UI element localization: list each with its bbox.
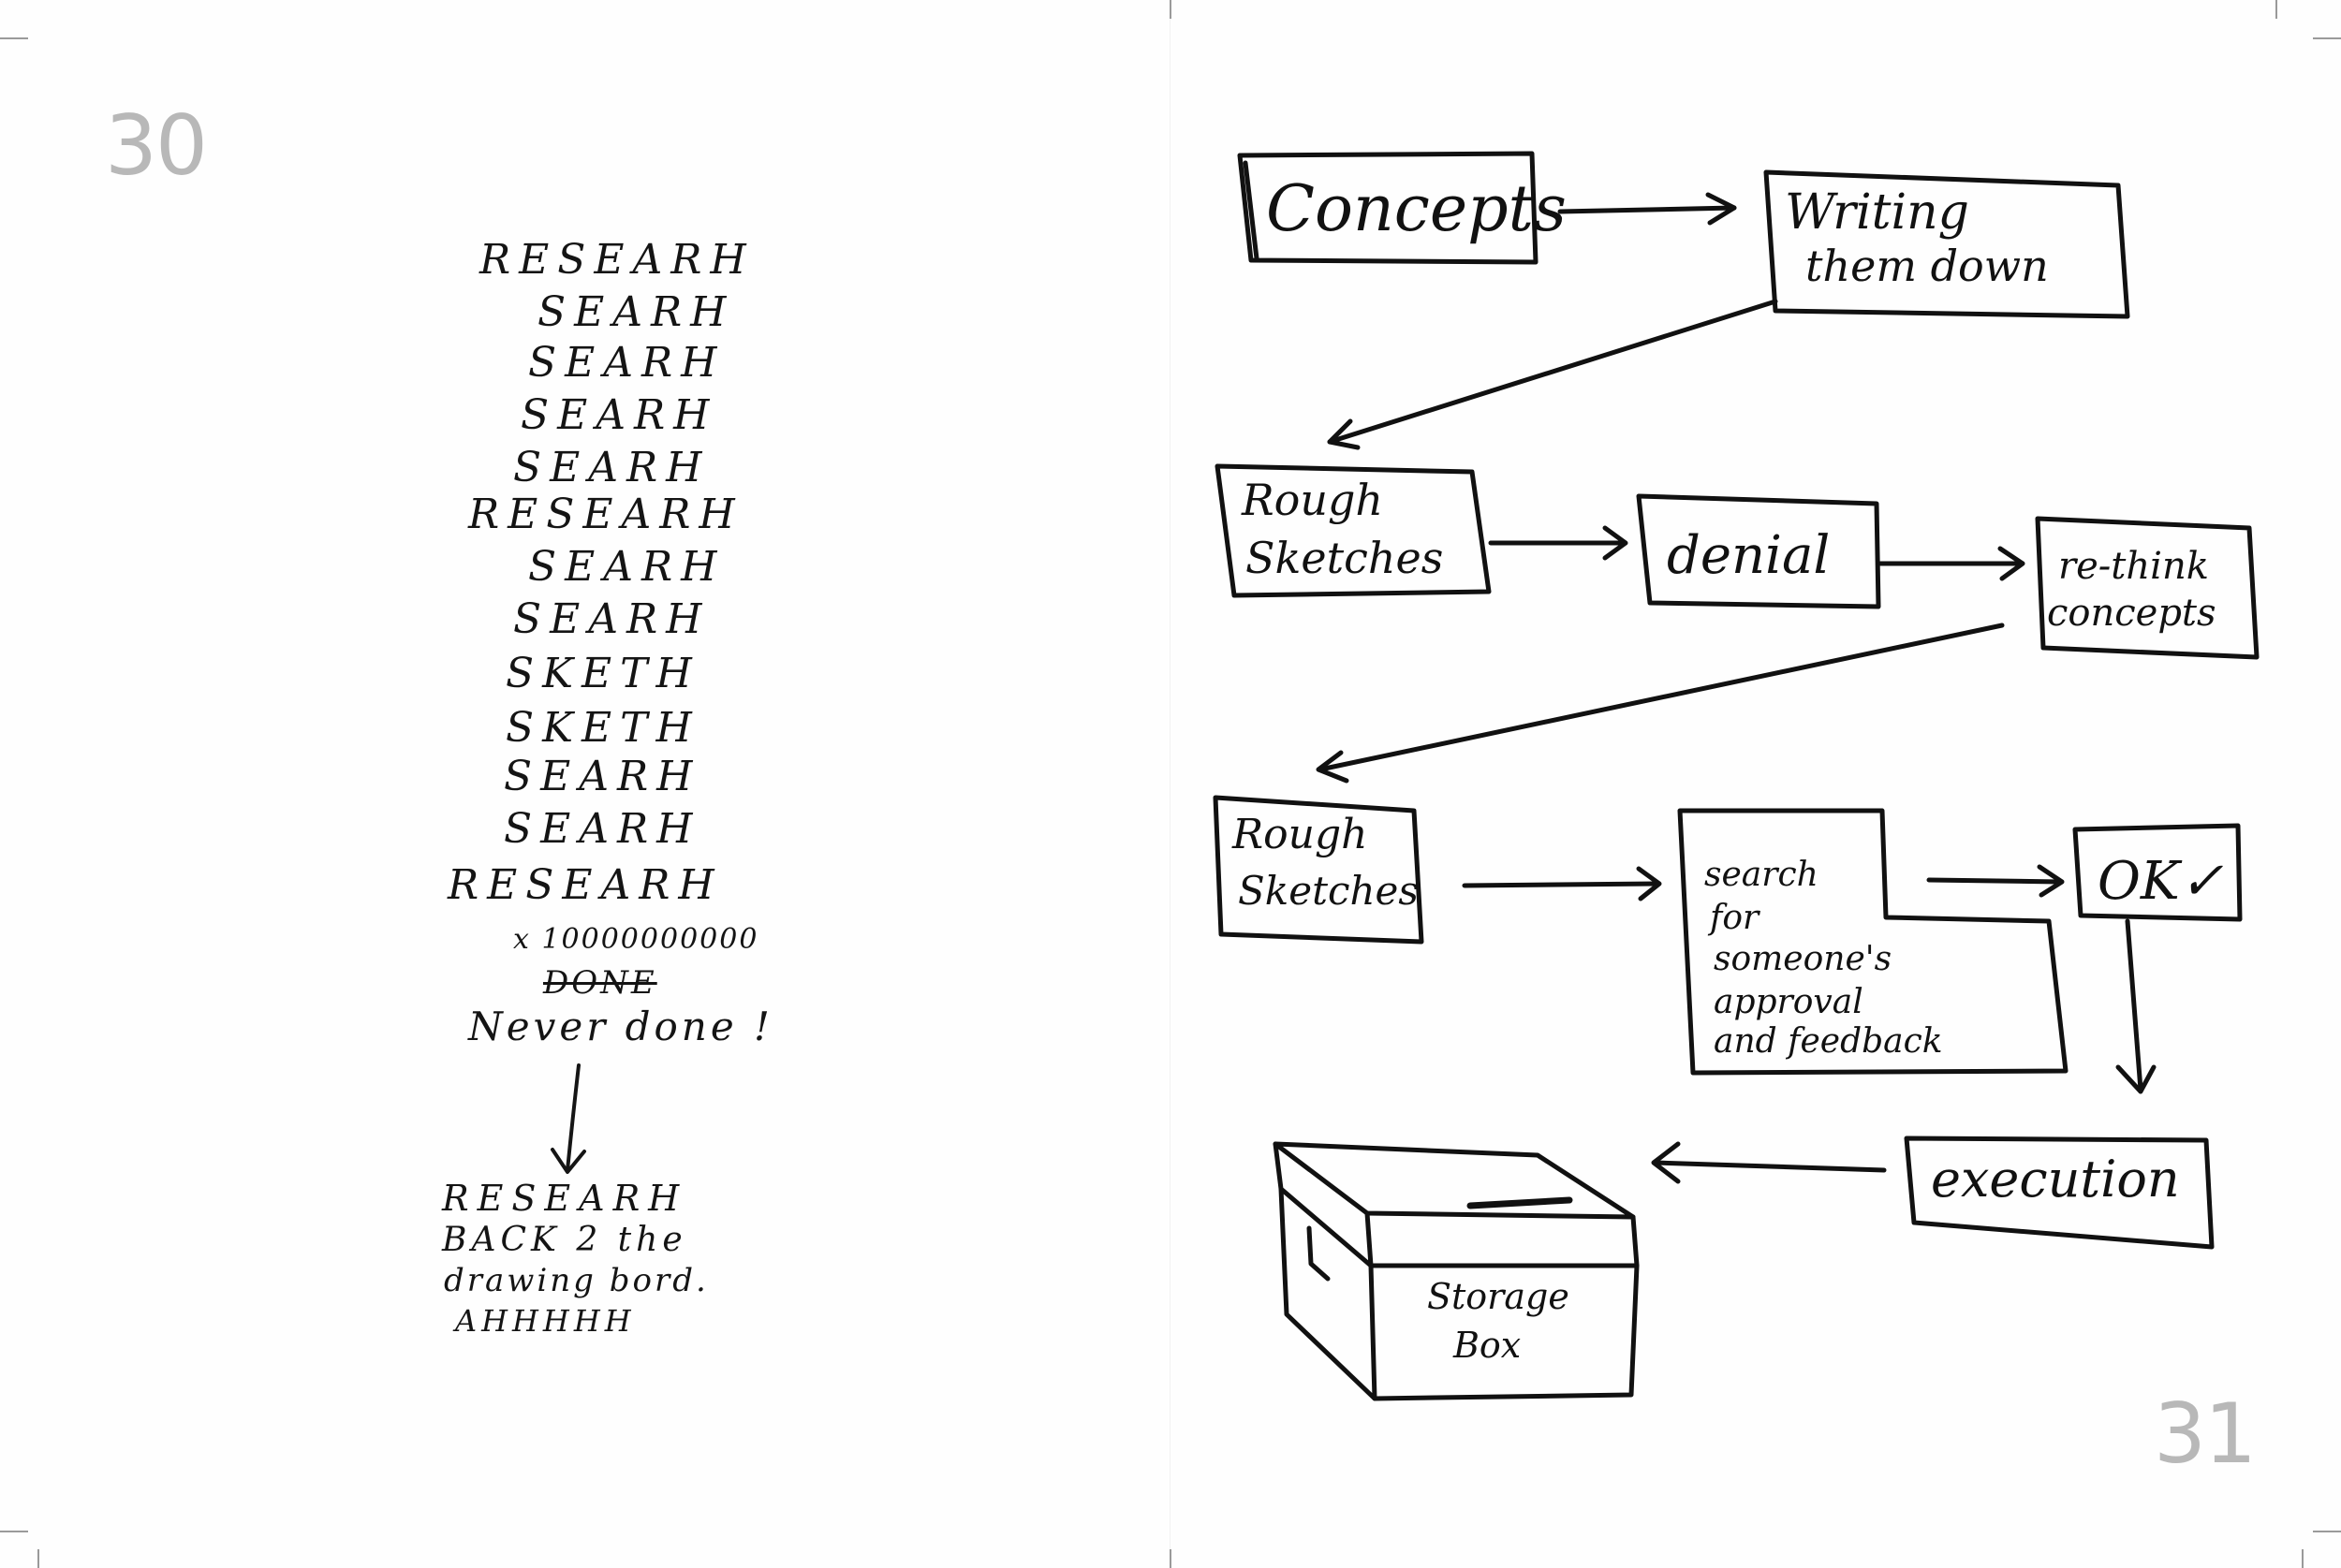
handwritten-research-list: RESEARH SEARH SEARH SEARH SEARH RESEARH … (0, 0, 1170, 1568)
list-line: SEARH (528, 339, 726, 387)
crop-mark (1170, 0, 1171, 19)
list-line: SEARH (513, 595, 711, 643)
label-concepts: Concepts (1266, 172, 1567, 246)
list-line-multiplier: x 10000000000 (513, 923, 759, 956)
label-rethink-line2: concepts (2047, 592, 2216, 635)
arrow-ok-to-execution (2115, 918, 2157, 1094)
list-line: RESEARH (479, 236, 755, 284)
down-arrow-head (551, 1148, 586, 1174)
label-rough2-line1: Rough (1231, 811, 1367, 858)
label-ok: OK✓ (2098, 851, 2224, 912)
list-line-done-struck: DONE (543, 964, 657, 1002)
list-line: SEARH (504, 805, 701, 853)
arrow-search-to-ok (1926, 864, 2065, 898)
page-number-right: 31 (2154, 1385, 2257, 1482)
after-arrow-line: BACK 2 the (442, 1221, 687, 1259)
label-rough1-line1: Rough (1241, 475, 1383, 525)
node-rough-sketches-1-box (1215, 463, 1492, 598)
arrow-execution-to-storage (1651, 1141, 1887, 1184)
list-line: RESEARH (448, 861, 723, 909)
node-rethink-box (2035, 516, 2260, 660)
crop-mark (2275, 0, 2277, 19)
label-search-line1: search (1704, 856, 1818, 894)
arrow-denial-to-rethink (1877, 546, 2025, 581)
after-arrow-line: drawing bord. (444, 1262, 709, 1299)
list-line: SEARH (504, 753, 701, 800)
label-search-line2: for (1707, 899, 1760, 937)
label-storage-line1: Storage (1427, 1276, 1569, 1317)
label-search-line4: approval (1714, 983, 1863, 1021)
node-denial-box (1636, 493, 1881, 609)
arrow-rough1-to-denial (1488, 525, 1628, 561)
label-writing-line1: Writing (1785, 184, 1969, 241)
crop-mark (0, 1531, 28, 1532)
down-arrow-shaft (566, 1063, 581, 1172)
list-line: SEARH (528, 543, 726, 591)
list-line: RESEARH (468, 491, 744, 538)
list-line: SEARH (513, 444, 711, 491)
label-rough1-line2: Sketches (1245, 533, 1443, 583)
node-concepts (1237, 151, 1539, 265)
label-rough2-line2: Sketches (1238, 868, 1419, 914)
list-line: SKETH (506, 704, 700, 752)
node-execution-box (1904, 1136, 2215, 1250)
list-line: SEARH (537, 288, 735, 336)
label-search-line5: and feedback (1714, 1022, 1943, 1061)
arrow-rough2-to-search (1462, 866, 1662, 901)
node-search-box (1677, 808, 2069, 1076)
list-line-never-done: Never done ! (468, 1004, 773, 1049)
page-number-left: 30 (105, 97, 208, 194)
list-line: SKETH (506, 650, 700, 697)
label-writing-line2: them down (1805, 241, 2049, 291)
label-execution: execution (1931, 1150, 2180, 1209)
list-line: SEARH (521, 391, 718, 439)
crop-mark (1170, 1549, 1171, 1568)
after-arrow-line: RESEARH (442, 1178, 688, 1219)
storage-box-drawing (1273, 1141, 1640, 1401)
after-arrow-line: AHHHHH (455, 1303, 636, 1339)
arrow-writing-to-rough1 (1327, 299, 1778, 450)
crop-mark (2313, 1531, 2341, 1532)
node-ok-box (2072, 823, 2243, 922)
crop-mark (37, 1549, 39, 1568)
arrow-concepts-to-writing (1557, 192, 1737, 226)
label-denial: denial (1667, 525, 1830, 586)
label-search-line3: someone's (1714, 940, 1892, 978)
label-rethink-line1: re-think (2058, 545, 2209, 588)
node-writing-box (1763, 169, 2130, 319)
label-storage-line2: Box (1452, 1325, 1521, 1366)
crop-mark (0, 37, 28, 39)
crop-mark (2302, 1549, 2304, 1568)
arrow-rethink-to-rough2 (1316, 623, 2005, 784)
crop-mark (2313, 37, 2341, 39)
node-rough-sketches-2-box (1213, 795, 1424, 945)
